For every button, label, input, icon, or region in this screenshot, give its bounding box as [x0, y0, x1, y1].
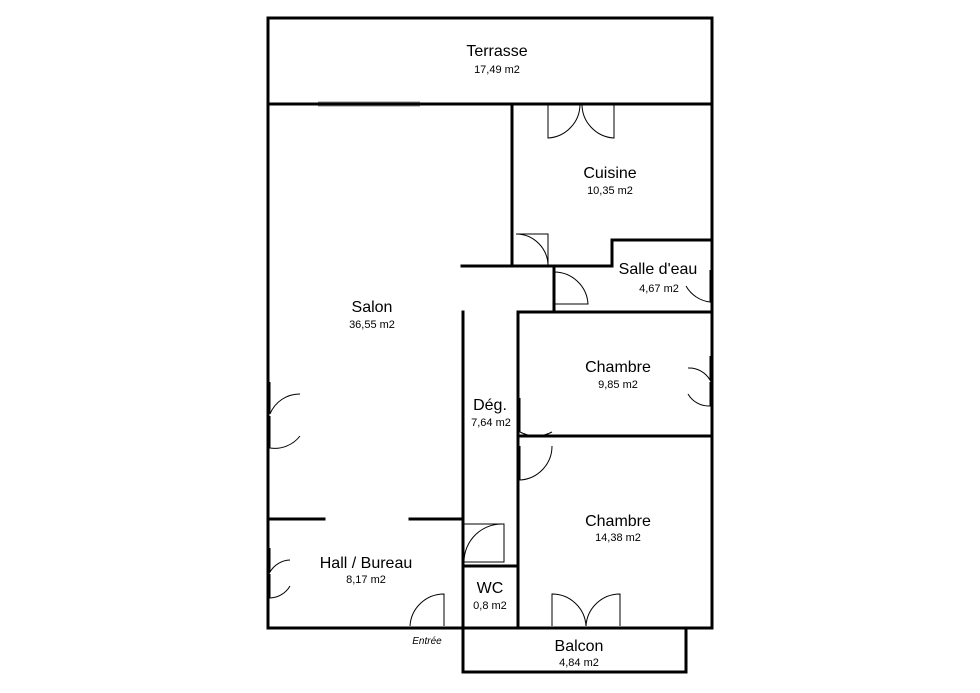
salle-eau-area: 4,67 m2	[639, 283, 679, 295]
terrasse-wall	[266, 101, 714, 107]
hall-name: Hall / Bureau	[320, 555, 413, 572]
cuisine-door	[515, 233, 549, 267]
hall-label: Hall / Bureau 8,17 m2	[320, 555, 413, 586]
salle-eau-name: Salle d'eau	[619, 261, 698, 278]
exterior-walls	[266, 16, 714, 630]
wc-name: WC	[477, 580, 504, 597]
terrasse-name: Terrasse	[466, 43, 527, 60]
balcon-walls	[461, 626, 688, 674]
entry-label: Entrée	[412, 636, 442, 647]
balcon-double-door	[551, 593, 621, 627]
cuisine-double-door	[547, 103, 615, 139]
chambre1-label: Chambre 9,85 m2	[585, 359, 651, 391]
chambre1-window	[687, 356, 711, 407]
chambre2-name: Chambre	[585, 513, 651, 530]
hall-area: 8,17 m2	[346, 574, 386, 586]
chambre2-label: Chambre 14,38 m2	[585, 513, 651, 544]
terrasse-label: Terrasse 17,49 m2	[466, 43, 527, 76]
salle-eau-door	[553, 271, 589, 305]
balcon-name: Balcon	[555, 638, 604, 655]
cuisine-name: Cuisine	[583, 165, 636, 182]
salon-name: Salon	[352, 299, 393, 316]
entry-door	[409, 593, 445, 627]
salon-area: 36,55 m2	[349, 319, 395, 331]
wc-door	[463, 523, 505, 563]
balcon-label: Balcon 4,84 m2	[555, 638, 604, 669]
deg-name: Dég.	[473, 397, 507, 414]
hall-window	[269, 548, 291, 599]
salon-label: Salon 36,55 m2	[349, 299, 395, 331]
cuisine-area: 10,35 m2	[587, 185, 633, 197]
salle-eau-label: Salle d'eau 4,67 m2	[619, 261, 698, 295]
chambre1-area: 9,85 m2	[598, 379, 638, 391]
cuisine-label: Cuisine 10,35 m2	[583, 165, 636, 197]
terrasse-area: 17,49 m2	[474, 64, 520, 76]
salle-eau-window	[685, 270, 711, 303]
chambre1-door	[519, 398, 553, 437]
chambre2-door	[519, 445, 553, 481]
deg-label: Dég. 7,64 m2	[471, 397, 511, 429]
salon-window	[269, 382, 301, 449]
balcon-area: 4,84 m2	[559, 657, 599, 669]
chambre1-name: Chambre	[585, 359, 651, 376]
wc-area: 0,8 m2	[473, 600, 507, 612]
deg-area: 7,64 m2	[471, 417, 511, 429]
wc-label: WC 0,8 m2	[473, 580, 507, 612]
chambre2-area: 14,38 m2	[595, 532, 641, 544]
